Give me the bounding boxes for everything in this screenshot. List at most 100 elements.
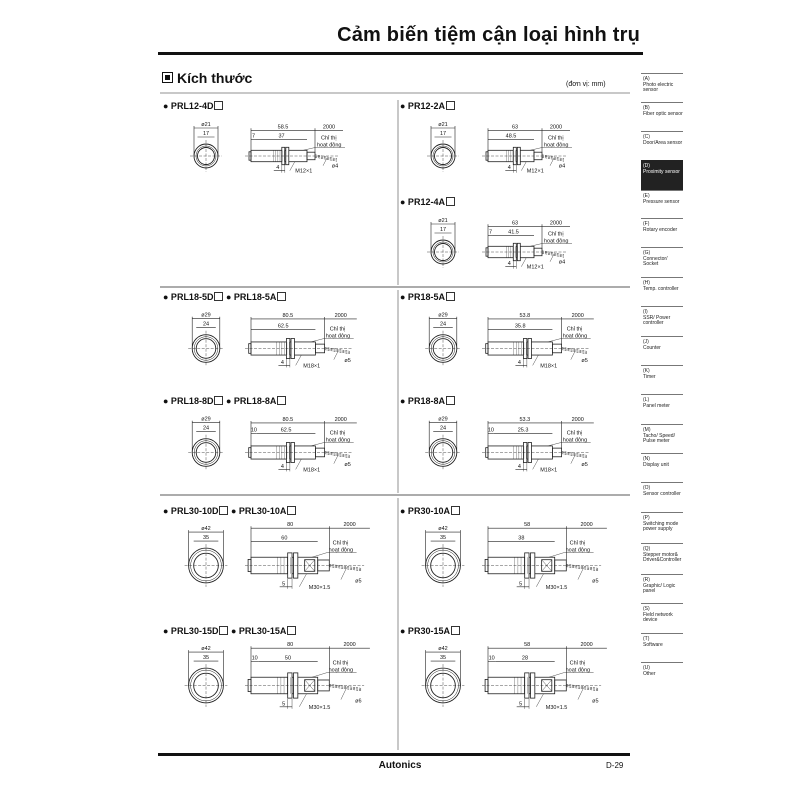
dimension-label: 80.5	[282, 417, 293, 423]
dimension-label: 17	[440, 131, 446, 137]
dimension-label: M18×1	[303, 363, 320, 369]
front-view-face	[430, 552, 456, 579]
cable-wire	[314, 154, 338, 160]
dimension-label: 10	[251, 427, 257, 433]
dimension-label: 2000	[343, 642, 355, 648]
indicator-leader	[548, 672, 565, 678]
sidebar-item-label: Rotary encoder	[643, 226, 678, 233]
dimension-label: ø29	[438, 313, 447, 319]
diagram-caption: ● PRL30-15D ● PRL30-15A	[163, 626, 297, 636]
sidebar-item[interactable]: (S)Field network device	[641, 603, 683, 633]
cable-leader	[340, 567, 347, 580]
model-name: ● PRL30-15D	[163, 626, 219, 636]
dimension-label: ø5	[344, 462, 350, 468]
cable-wire	[541, 252, 565, 258]
sidebar-item[interactable]: (B)Fiber optic sensor	[641, 102, 683, 131]
sidebar-item[interactable]: (N)Display unit	[641, 453, 683, 482]
dimension-label: ø42	[438, 526, 447, 532]
dimension-label: 35	[203, 535, 209, 541]
dimension-label: ø4	[559, 164, 565, 170]
cable-wire	[329, 565, 362, 570]
dimension-label: 10	[489, 655, 495, 661]
sidebar-item-label: Switching mode power supply	[643, 520, 679, 533]
sidebar-item-label: Stepper motor& Driver&Controller	[643, 551, 682, 564]
cable-wire	[329, 685, 362, 690]
indicator-label: hoạt động	[563, 333, 587, 339]
model-name: ● PRL12-4D	[163, 101, 214, 111]
dimension-label: 4	[276, 165, 279, 171]
dimension-label: 2000	[550, 124, 562, 130]
sidebar-item[interactable]: (J)Counter	[641, 336, 683, 365]
dimension-label: ø21	[201, 122, 210, 128]
dimension-label: ø5	[592, 578, 598, 584]
sidebar-item-code: (A)	[643, 76, 650, 82]
sidebar-item[interactable]: (L)Panel meter	[641, 394, 683, 424]
sidebar-item[interactable]: (D)Proximity sensor	[641, 160, 683, 190]
sidebar-item[interactable]: (G)Connector/ Socket	[641, 247, 683, 277]
sidebar-item[interactable]: (O)Sensor controller	[641, 482, 683, 512]
sidebar-item-code: (U)	[643, 665, 650, 671]
sidebar-item[interactable]: (A)Photo electric sensor	[641, 73, 683, 102]
dimension-label: 53.3	[519, 417, 530, 423]
dimension-label: M12×1	[527, 169, 544, 175]
cable-wire	[324, 349, 350, 354]
checkbox-placeholder-icon	[450, 506, 460, 515]
cable-wire	[329, 684, 362, 689]
diagram-caption: ● PRL18-8D ● PRL18-8A	[163, 396, 287, 406]
cable-wire	[561, 349, 587, 354]
sidebar-item[interactable]: (R)Graphic/ Logic panel	[641, 574, 683, 603]
dimension-label: 2000	[550, 220, 562, 226]
sidebar-item-code: (T)	[643, 636, 650, 642]
dimension-label: 4	[508, 165, 511, 171]
indicator-label: Chỉ thị	[333, 659, 349, 666]
sidebar-item[interactable]: (H)Temp. controller	[641, 277, 683, 306]
diagram-caption: ● PRL18-5D ● PRL18-5A	[163, 292, 287, 302]
cable-wire	[314, 156, 338, 162]
category-sidebar: (A)Photo electric sensor(B)Fiber optic s…	[641, 73, 683, 691]
indicator-label: Chỉ thị	[548, 134, 564, 141]
sidebar-item-label: Pressure sensor	[643, 198, 680, 205]
sidebar-item[interactable]: (T)Software	[641, 633, 683, 662]
sidebar-item[interactable]: (M)Tacho/ Speed/ Pulse meter	[641, 424, 683, 453]
sidebar-item-code: (K)	[643, 368, 650, 374]
sidebar-item[interactable]: (K)Timer	[641, 365, 683, 394]
sidebar-item-label: Connector/ Socket	[643, 255, 668, 268]
sidebar-item-code: (M)	[643, 427, 651, 433]
diagram-caption: ● PR18-8A	[400, 396, 455, 406]
dimension-label: 37	[278, 133, 284, 139]
front-view-face	[193, 552, 219, 579]
unit-note: (đơn vị: mm)	[566, 81, 606, 88]
sidebar-item[interactable]: (Q)Stepper motor& Driver&Controller	[641, 543, 683, 574]
checkbox-placeholder-icon	[219, 506, 229, 515]
thread-leader	[521, 161, 527, 171]
dimension-label: M12×1	[295, 169, 312, 175]
sidebar-item[interactable]: (F)Rotary encoder	[641, 218, 683, 247]
dimension-label: 2000	[323, 124, 335, 130]
checkbox-placeholder-icon	[287, 626, 297, 635]
dimension-label: ø5	[581, 358, 587, 364]
sidebar-item-code: (J)	[643, 339, 649, 345]
sidebar-item[interactable]: (P)Switching mode power supply	[641, 512, 683, 543]
sidebar-item[interactable]: (C)Door/Area sensor	[641, 131, 683, 160]
sidebar-item-code: (B)	[643, 105, 650, 111]
indicator-label: Chỉ thị	[321, 134, 337, 141]
dimension-label: 2000	[572, 417, 584, 423]
model-name: ● PR30-15A	[400, 626, 450, 636]
dimension-label: M12×1	[527, 265, 544, 271]
brand-logo: Autonics	[378, 760, 422, 771]
sidebar-item-code: (D)	[643, 163, 650, 169]
dimension-label: 24	[440, 322, 446, 328]
dimension-label: 50	[285, 655, 291, 661]
sidebar-item[interactable]: (E)Pressure sensor	[641, 190, 683, 218]
checkbox-placeholder-icon	[445, 396, 455, 405]
thread-leader	[536, 573, 544, 587]
sidebar-item[interactable]: (U)Other	[641, 662, 683, 691]
dimension-label: ø6	[355, 698, 361, 704]
thread-leader	[299, 573, 307, 587]
indicator-leader	[311, 552, 328, 558]
sidebar-item-code: (N)	[643, 456, 650, 462]
cable-wire	[566, 686, 599, 691]
dimension-label: 4	[508, 261, 511, 267]
dimension-label: ø42	[201, 646, 210, 652]
sidebar-item[interactable]: (I)SSR/ Power controller	[641, 306, 683, 336]
